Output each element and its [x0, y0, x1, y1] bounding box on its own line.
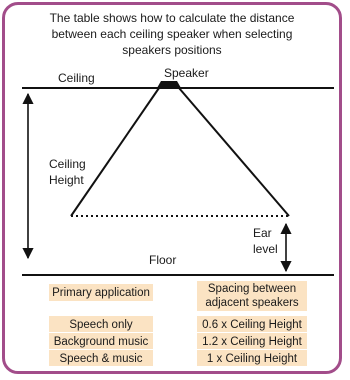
row-2-application: Speech & music [49, 350, 153, 366]
diagram-frame [2, 2, 342, 374]
speaker-icon [157, 81, 181, 88]
row-1-spacing: 1.2 x Ceiling Height [197, 333, 307, 349]
row-1-application: Background music [49, 333, 153, 349]
row-0-spacing: 0.6 x Ceiling Height [197, 316, 307, 332]
floor-label: Floor [149, 253, 177, 267]
ear-level-label-line2: level [253, 242, 278, 256]
row-2-spacing: 1 x Ceiling Height [197, 350, 307, 366]
ear-level-label-line1: Ear [253, 226, 272, 240]
ceiling-height-label-line1: Ceiling [49, 157, 86, 171]
ceiling-height-label-line2: Height [49, 173, 84, 187]
intro-text: The table shows how to calculate the dis… [49, 11, 295, 57]
coverage-right-line [178, 87, 290, 217]
row-0-application: Speech only [49, 316, 153, 332]
header-primary-application: Primary application [49, 284, 153, 301]
ceiling-label: Ceiling [58, 71, 95, 85]
coverage-left-line [70, 87, 160, 217]
header-spacing: Spacing between adjacent speakers [197, 281, 307, 311]
speaker-label: Speaker [164, 66, 209, 80]
